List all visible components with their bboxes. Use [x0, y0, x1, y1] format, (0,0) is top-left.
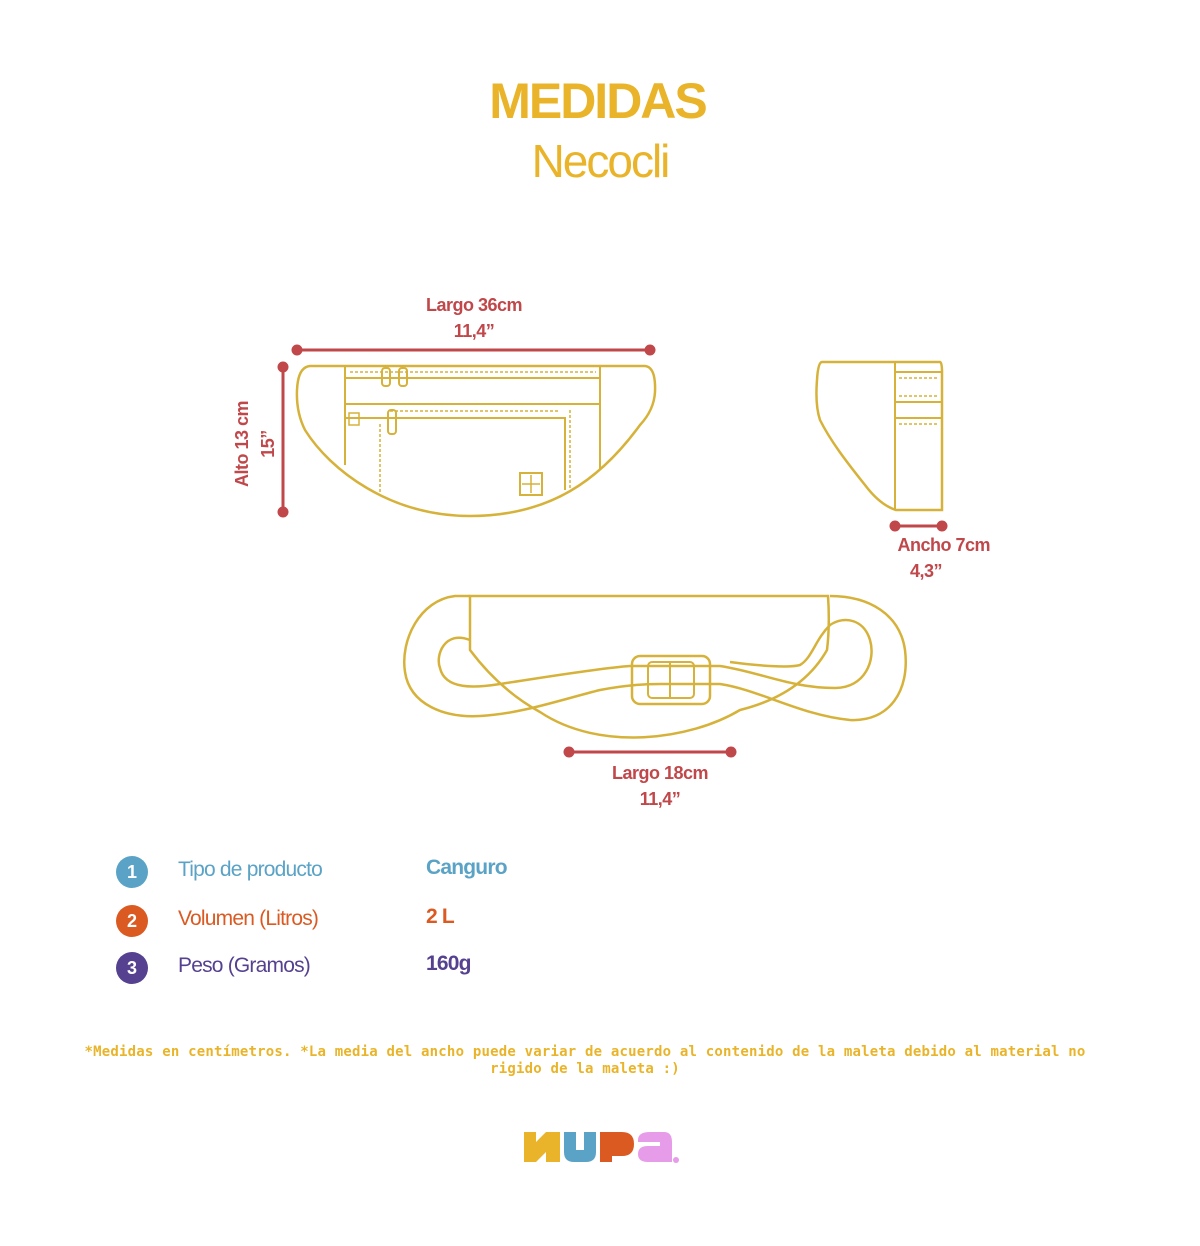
spec-label: Tipo de producto — [178, 858, 323, 881]
ancho-text: Ancho 7cm — [897, 535, 990, 555]
footnote: *Medidas en centímetros. *La media del a… — [84, 1044, 1086, 1077]
product-technical-drawing — [277, 344, 948, 758]
front-view-bag — [295, 364, 657, 518]
kupa-logo-letters — [524, 1132, 679, 1163]
side-view-bag — [815, 360, 944, 512]
alto-text: Alto 13 cm — [232, 400, 252, 488]
spec-label: Peso (Gramos) — [178, 954, 311, 977]
spec-value: 2 L — [426, 905, 455, 928]
back-view-bag — [468, 594, 831, 739]
spec-number-badge: 3 — [116, 952, 148, 984]
spec-number-badge: 2 — [116, 905, 148, 937]
largo-back-text: Largo 18cm — [611, 763, 709, 783]
ancho-inches: 4,3” — [909, 561, 943, 581]
largo-front-label: Largo 36cm 11,4” — [394, 292, 554, 344]
largo-back-inches: 11,4” — [639, 789, 681, 809]
largo-front-text: Largo 36cm — [425, 295, 523, 315]
alto-inches: 15” — [258, 430, 278, 458]
spec-value: 160g — [426, 952, 471, 975]
spec-value: Canguro — [426, 856, 508, 879]
largo-front-inches: 11,4” — [453, 321, 495, 341]
ancho-label: Ancho 7cm 4,3” — [860, 532, 990, 584]
alto-label: Alto 13 cm 15” — [229, 374, 281, 514]
product-name: Necocli — [531, 135, 671, 187]
spec-label: Volumen (Litros) — [178, 907, 319, 930]
kupa-logo — [524, 1132, 679, 1163]
spec-number-badge: 1 — [116, 856, 148, 888]
largo-back-label: Largo 18cm 11,4” — [580, 760, 740, 812]
page-title: MEDIDAS — [489, 73, 708, 129]
strap-loop — [403, 594, 907, 722]
buckle — [630, 654, 712, 706]
